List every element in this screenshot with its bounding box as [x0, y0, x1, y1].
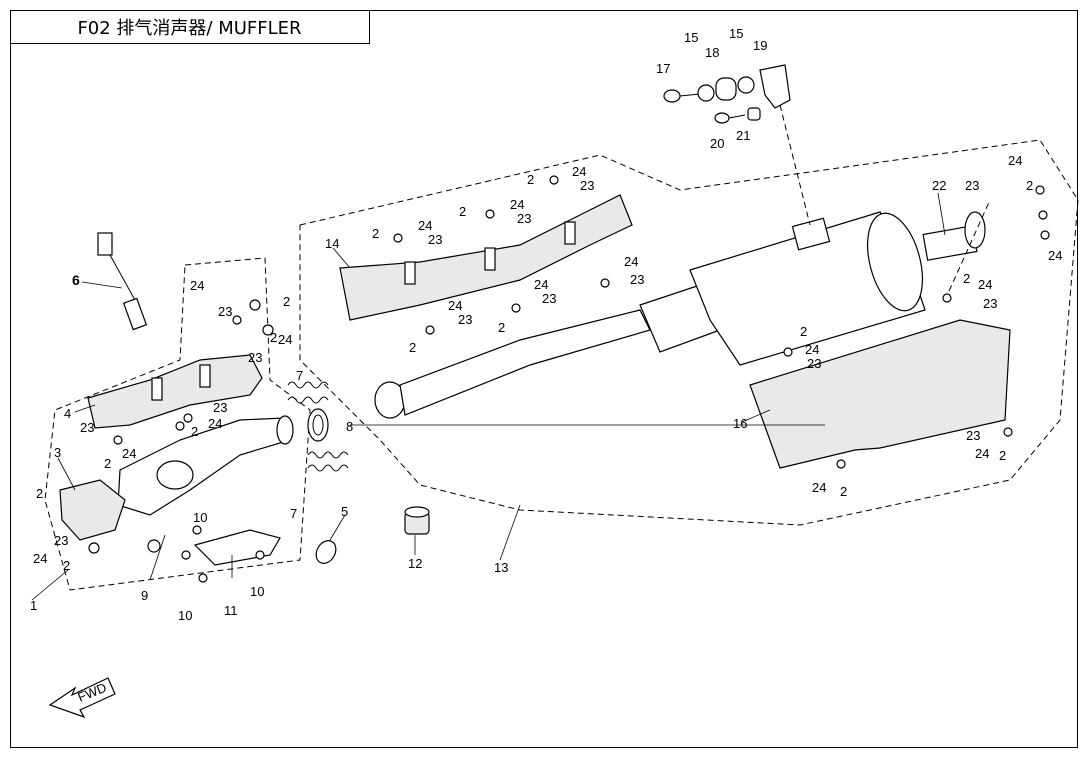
exhaust-manifold	[117, 415, 294, 516]
callout-23: 23	[517, 211, 531, 226]
fasteners	[88, 175, 1050, 583]
muffler-shield	[749, 319, 1011, 469]
callout-10: 10	[250, 584, 264, 599]
leader-lines	[31, 192, 946, 601]
callout-24: 24	[510, 197, 524, 212]
callout-10: 10	[178, 608, 192, 623]
callout-24: 24	[278, 332, 292, 347]
callout-24: 24	[418, 218, 432, 233]
mount-hardware	[663, 64, 791, 124]
callout-2: 2	[283, 294, 290, 309]
mid-pipe	[374, 309, 651, 419]
callout-23: 23	[807, 356, 821, 371]
callout-24: 24	[624, 254, 638, 269]
callout-2: 2	[63, 558, 70, 573]
callout-12: 12	[408, 556, 422, 571]
rubber-grommet	[404, 506, 430, 535]
callout-23: 23	[630, 272, 644, 287]
callout-24: 24	[122, 446, 136, 461]
forward-arrow-icon: FWD	[48, 677, 116, 719]
callout-15: 15	[684, 30, 698, 45]
gasket	[307, 408, 329, 442]
callout-24: 24	[812, 480, 826, 495]
group-outline-left	[44, 257, 311, 591]
callout-22: 22	[932, 178, 946, 193]
callout-24: 24	[33, 551, 47, 566]
drawing-title: F02 排气消声器/ MUFFLER	[10, 10, 370, 44]
springs-lower	[307, 451, 349, 472]
callout-24: 24	[805, 342, 819, 357]
callout-19: 19	[753, 38, 767, 53]
callout-20: 20	[710, 136, 724, 151]
springs-upper	[287, 381, 329, 404]
callout-23: 23	[965, 178, 979, 193]
oxygen-sensor	[97, 232, 148, 331]
callout-23: 23	[248, 350, 262, 365]
callout-23: 23	[54, 533, 68, 548]
group-outline-main	[299, 139, 1079, 526]
callout-23: 23	[458, 312, 472, 327]
callout-1: 1	[30, 598, 37, 613]
callout-5: 5	[341, 504, 348, 519]
mount-bracket	[193, 529, 281, 566]
callout-23: 23	[580, 178, 594, 193]
callout-24: 24	[975, 446, 989, 461]
callout-24: 24	[448, 298, 462, 313]
callout-13: 13	[494, 560, 508, 575]
drawing-frame	[10, 10, 1078, 748]
tail-pipe	[922, 211, 986, 261]
callout-2: 2	[104, 456, 111, 471]
callout-2: 2	[191, 424, 198, 439]
callout-2: 2	[498, 320, 505, 335]
callout-24: 24	[978, 277, 992, 292]
seal-ring	[315, 540, 337, 564]
callout-3: 3	[54, 445, 61, 460]
callout-14: 14	[325, 236, 339, 251]
callout-16: 16	[733, 416, 747, 431]
callout-23: 23	[80, 420, 94, 435]
callout-2: 2	[270, 330, 277, 345]
callout-24: 24	[534, 277, 548, 292]
callout-23: 23	[542, 291, 556, 306]
callout-15: 15	[729, 26, 743, 41]
callout-2: 2	[840, 484, 847, 499]
callout-23: 23	[218, 304, 232, 319]
callout-18: 18	[705, 45, 719, 60]
callout-2: 2	[1026, 178, 1033, 193]
callout-23: 23	[213, 400, 227, 415]
callout-23: 23	[428, 232, 442, 247]
callout-2: 2	[800, 324, 807, 339]
callout-24: 24	[208, 416, 222, 431]
callout-2: 2	[36, 486, 43, 501]
callout-4: 4	[64, 406, 71, 421]
callout-11: 11	[224, 603, 238, 618]
callout-2: 2	[999, 448, 1006, 463]
callout-2: 2	[459, 204, 466, 219]
heat-shield-front	[87, 354, 263, 429]
callout-8: 8	[346, 419, 353, 434]
callout-2: 2	[963, 271, 970, 286]
callout-2: 2	[527, 172, 534, 187]
callout-7: 7	[290, 506, 297, 521]
callout-10: 10	[193, 510, 207, 525]
callout-24: 24	[1048, 248, 1062, 263]
callout-17: 17	[656, 61, 670, 76]
muffler-body	[689, 211, 926, 366]
callout-23: 23	[983, 296, 997, 311]
callout-6: 6	[72, 272, 80, 288]
callout-24: 24	[572, 164, 586, 179]
callout-7: 7	[296, 368, 303, 383]
callout-23: 23	[966, 428, 980, 443]
pipe-heat-shield	[339, 194, 633, 321]
callout-9: 9	[141, 588, 148, 603]
callout-2: 2	[372, 226, 379, 241]
callout-24: 24	[190, 278, 204, 293]
callout-2: 2	[409, 340, 416, 355]
manifold-shield	[59, 479, 126, 541]
callout-24: 24	[1008, 153, 1022, 168]
callout-21: 21	[736, 128, 750, 143]
